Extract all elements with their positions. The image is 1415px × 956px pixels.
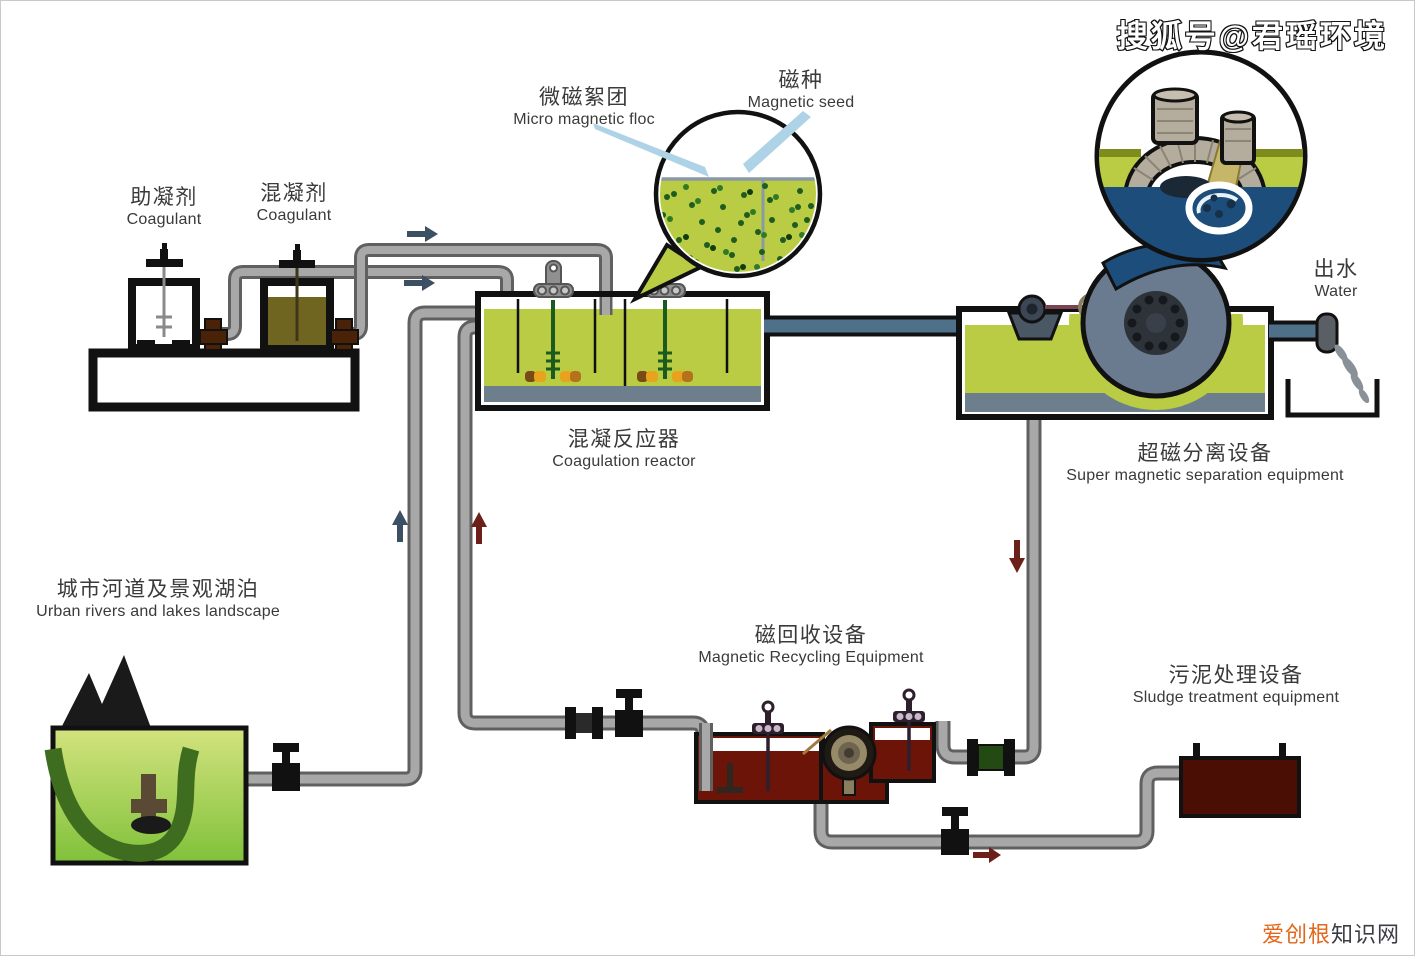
label-sludge-treatment: 污泥处理设备 Sludge treatment equipment [1056, 664, 1414, 707]
label-magnetic-recycling-zh: 磁回收设备 [754, 624, 868, 647]
watermark-bottom-highlight: 爱创根 [1261, 922, 1331, 947]
label-coagulant-aid-zh: 助凝剂 [130, 186, 198, 209]
pipe-recycling-to-sludge [813, 765, 1185, 850]
watermark-bottom-rest: 知识网 [1330, 922, 1400, 947]
sludge-line-valve [941, 807, 969, 855]
recycle-line-valve [615, 689, 643, 737]
label-coagulant-zh: 混凝剂 [260, 182, 328, 205]
label-water-out-en: Water [1314, 283, 1358, 300]
flow-arrow-river-up [392, 510, 408, 542]
river-source [44, 655, 249, 866]
flow-arrow-feed-top [407, 226, 438, 242]
drum-zoom-balloon [1094, 49, 1308, 263]
sludge-box [1179, 743, 1301, 818]
floc-zoom-balloon [593, 109, 823, 304]
label-coagulation-reactor-zh: 混凝反应器 [567, 428, 681, 451]
label-urban-rivers-zh: 城市河道及景观湖泊 [56, 578, 260, 601]
watermark-bottom-right: 爱创根知识网 [1262, 917, 1400, 949]
label-coagulation-reactor-en: Coagulation reactor [552, 453, 696, 470]
pointer-line-micro-floc [593, 123, 709, 177]
coagulation-reactor-tank [475, 260, 770, 411]
pipe-water-outlet [1269, 312, 1380, 418]
water-basin [1285, 379, 1380, 418]
label-magnetic-seed-zh: 磁种 [778, 69, 824, 92]
label-water-out: 出水 Water [1156, 258, 1414, 301]
label-coagulant-en: Coagulant [256, 207, 332, 224]
pipe-coagulant-feed-1 [217, 265, 514, 341]
label-coagulant: 混凝剂 Coagulant [114, 182, 474, 225]
label-sludge-treatment-en: Sludge treatment equipment [1132, 689, 1340, 706]
coagulant-dosing-station [88, 243, 360, 412]
magnetic-recycling-tank [694, 688, 936, 804]
water-stream [1334, 344, 1370, 404]
label-micro-magnetic-floc-en: Micro magnetic floc [513, 111, 655, 128]
label-coagulation-reactor: 混凝反应器 Coagulation reactor [444, 428, 804, 471]
label-coagulant-aid-en: Coagulant [126, 211, 202, 228]
label-micro-magnetic-floc: 微磁絮团 Micro magnetic floc [404, 86, 764, 129]
pointer-line-magnetic-seed [743, 111, 811, 173]
watermark-top-right: 搜狐号@君瑶环境 [1116, 18, 1388, 55]
label-super-magnetic-separator-en: Super magnetic separation equipment [1066, 467, 1344, 484]
label-sludge-treatment-zh: 污泥处理设备 [1168, 664, 1304, 687]
label-water-out-zh: 出水 [1313, 258, 1359, 281]
pipe-river-to-reactor [187, 305, 479, 787]
label-urban-rivers: 城市河道及景观湖泊 Urban rivers and lakes landsca… [1, 578, 338, 621]
label-magnetic-seed: 磁种 Magnetic seed [621, 69, 981, 112]
label-magnetic-seed-en: Magnetic seed [747, 94, 855, 111]
label-micro-magnetic-floc-zh: 微磁絮团 [539, 86, 629, 109]
seed-pipe-coupling [967, 739, 1015, 776]
pipe-separator-to-recycling [935, 415, 1042, 765]
label-magnetic-recycling-en: Magnetic Recycling Equipment [698, 649, 924, 666]
label-super-magnetic-separator-zh: 超磁分离设备 [1137, 442, 1273, 465]
flow-arrow-sludge-right [973, 847, 1001, 863]
recycle-line-coupling [565, 707, 603, 739]
label-urban-rivers-en: Urban rivers and lakes landscape [36, 603, 280, 620]
label-coagulant-aid: 助凝剂 Coagulant [1, 186, 344, 229]
label-super-magnetic-separator: 超磁分离设备 Super magnetic separation equipme… [1025, 442, 1385, 485]
flow-arrow-recycle-up [471, 512, 487, 544]
flow-arrow-feed-bottom [404, 275, 435, 291]
label-magnetic-recycling: 磁回收设备 Magnetic Recycling Equipment [631, 624, 991, 667]
flow-arrow-seed-down [1009, 540, 1025, 573]
river-outlet-valve [272, 743, 300, 791]
stirrer-paddles [525, 371, 693, 382]
